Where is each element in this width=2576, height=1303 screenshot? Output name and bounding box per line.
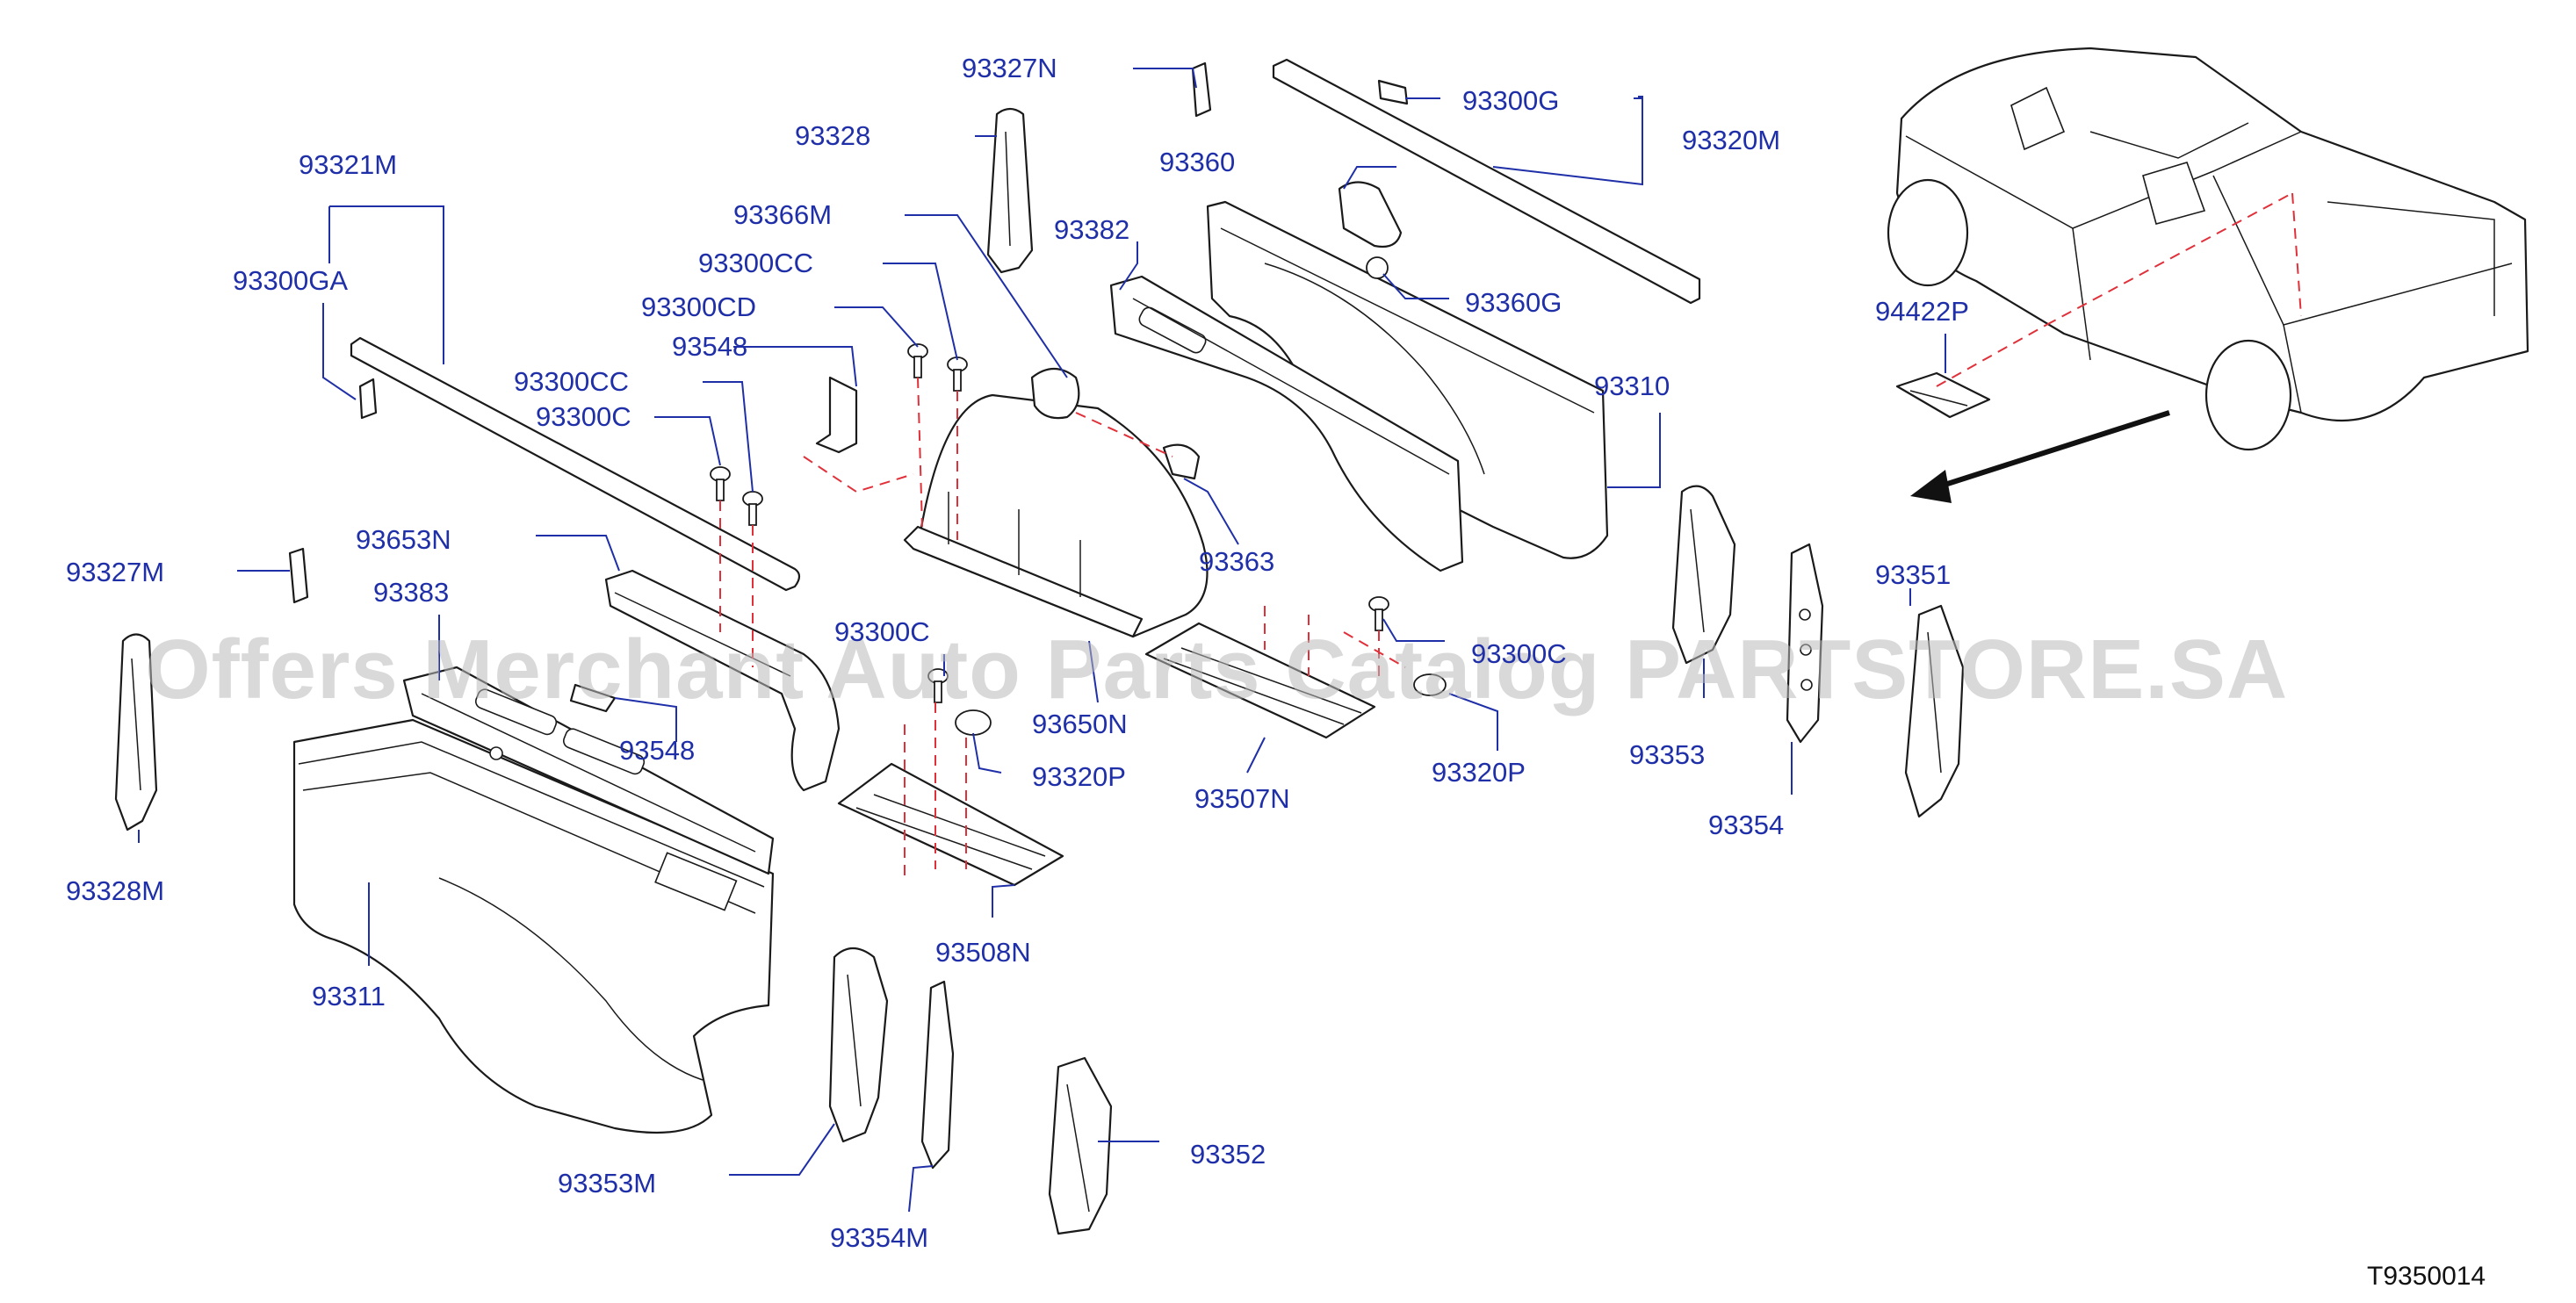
label-93360G: 93360G <box>1465 287 1562 318</box>
leader-lines <box>138 68 1946 1213</box>
pickup-truck-illustration <box>1887 47 2529 451</box>
inner-side-member <box>604 569 841 792</box>
label-93653N: 93653N <box>356 524 451 555</box>
label-93300CD: 93300CD <box>641 292 756 322</box>
label-93363: 93363 <box>1199 546 1274 577</box>
left-rear-corner-93352 <box>1048 1056 1113 1235</box>
label-93328M: 93328M <box>66 875 164 906</box>
watermark-text: Offers Merchant Auto Parts Catalog PARTS… <box>145 623 2288 716</box>
front-pillar-93328 <box>986 61 1212 274</box>
label-93327M: 93327M <box>66 557 164 587</box>
fasteners-group <box>710 343 1447 736</box>
part-labels: 93327N 93328 93366M 93300CC 93300CD 9354… <box>66 53 1969 1253</box>
direction-arrow <box>1910 410 2170 503</box>
label-93311: 93311 <box>312 981 386 1011</box>
rear-corner-93351 <box>1904 604 1965 818</box>
label-93354M: 93354M <box>830 1222 928 1253</box>
label-93353M: 93353M <box>558 1168 656 1199</box>
floor-panel-93507N <box>1144 622 1376 739</box>
plate-93360 <box>1338 181 1403 279</box>
assembly-lines <box>719 192 2293 878</box>
left-rear-corner-93354M <box>920 980 955 1170</box>
label-93548-a: 93548 <box>672 331 747 362</box>
label-93320P-b: 93320P <box>1432 757 1526 788</box>
left-inner-liner <box>402 666 775 875</box>
label-93300GA: 93300GA <box>233 265 348 296</box>
label-93354: 93354 <box>1708 810 1784 840</box>
left-top-rail <box>350 336 801 592</box>
label-93300C-b: 93300C <box>834 616 930 647</box>
bracket-94422P <box>1895 371 1991 419</box>
label-93366M: 93366M <box>733 199 832 230</box>
left-bed-side-panel <box>292 718 775 1134</box>
figure-code: T9350014 <box>2367 1262 2486 1291</box>
rear-corner-93353 <box>1671 485 1736 665</box>
left-wheel-house <box>903 367 1209 638</box>
label-93353: 93353 <box>1629 739 1705 770</box>
label-93383: 93383 <box>373 577 449 608</box>
label-93300G: 93300G <box>1462 85 1559 116</box>
label-93300C-a: 93300C <box>536 401 631 432</box>
label-93328: 93328 <box>795 120 870 151</box>
left-rear-corner-93353M <box>828 947 889 1143</box>
right-inner-liner-93382 <box>1109 275 1464 572</box>
label-93300CC-a: 93300CC <box>698 248 813 278</box>
label-93382: 93382 <box>1054 214 1129 245</box>
label-93300C-c: 93300C <box>1471 638 1567 669</box>
left-front-pillar-93328M <box>114 547 309 831</box>
label-93508N: 93508N <box>935 937 1031 968</box>
label-93321M: 93321M <box>299 149 397 180</box>
label-93548-b: 93548 <box>619 735 695 766</box>
label-94422P: 94422P <box>1875 296 1969 327</box>
right-top-rail <box>1272 58 1701 305</box>
label-93351: 93351 <box>1875 559 1951 590</box>
label-93320P-a: 93320P <box>1032 761 1126 792</box>
label-93300CC-b: 93300CC <box>514 366 629 397</box>
rear-corner-93354 <box>1786 543 1824 744</box>
label-93360: 93360 <box>1159 147 1235 177</box>
label-93352: 93352 <box>1190 1139 1266 1170</box>
label-93310: 93310 <box>1594 371 1670 401</box>
floor-panel-93508N <box>837 762 1064 887</box>
label-93650N: 93650N <box>1032 709 1128 739</box>
label-93320M: 93320M <box>1682 125 1780 155</box>
bracket-93548-left <box>569 376 858 713</box>
label-93507N: 93507N <box>1194 783 1290 814</box>
label-93327N: 93327N <box>962 53 1057 83</box>
